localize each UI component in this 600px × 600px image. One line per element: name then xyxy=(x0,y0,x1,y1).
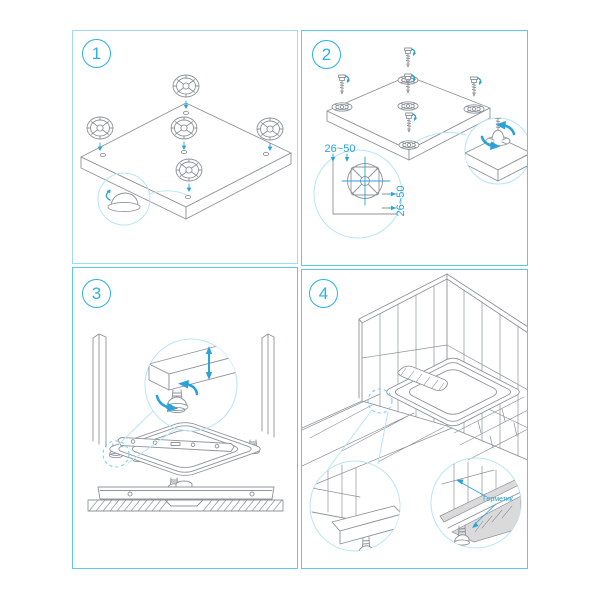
screw-bolt-icon xyxy=(403,47,417,68)
step-number: 3 xyxy=(91,283,102,303)
dimension-label: 26~50 xyxy=(325,143,356,155)
step-number-badge: 4 xyxy=(309,279,338,308)
detail-circle xyxy=(144,338,238,432)
step-number-badge: 2 xyxy=(312,40,341,69)
floor-hatch xyxy=(87,499,284,512)
panel-step-2: 2 xyxy=(301,30,528,266)
step-number: 1 xyxy=(91,43,102,63)
adjustable-foot-icon xyxy=(256,117,284,141)
adjustable-foot-icon xyxy=(454,524,470,546)
detail-circle xyxy=(309,460,401,552)
adjustable-foot-icon xyxy=(358,536,374,551)
drain-waste-kit xyxy=(397,365,448,392)
adjustable-foot-icon xyxy=(331,102,353,112)
adjustable-foot-icon xyxy=(86,116,114,140)
corner-highlight-circle xyxy=(367,388,393,414)
screw-bolt-icon xyxy=(337,74,351,95)
shower-tray-underside xyxy=(80,102,292,220)
dimension-detail-callout: 26~50 26~50 xyxy=(313,143,407,239)
adjustment-detail-callout xyxy=(144,338,238,432)
adjustable-foot-icon xyxy=(170,116,198,140)
side-profile-view xyxy=(87,480,284,512)
sealant-label: Герметик xyxy=(483,496,514,503)
sealant-bead-wall xyxy=(439,476,521,523)
step-number: 2 xyxy=(321,44,332,64)
foot-detail-callout xyxy=(97,172,188,226)
foot-plan-view xyxy=(332,156,401,215)
tiled-floor xyxy=(302,393,527,485)
detail-circle xyxy=(97,172,151,226)
height-arrow-icon xyxy=(205,346,213,380)
dimension-horizontal: 26~50 xyxy=(325,143,356,162)
foot-highlight-circle xyxy=(102,440,130,468)
panel-step-3: 3 xyxy=(72,267,298,569)
step-3-drawing xyxy=(87,333,284,512)
sealant-detail-callout: Герметик xyxy=(430,457,522,549)
mounting-holes xyxy=(99,110,270,200)
step-4-drawing: Герметик xyxy=(302,273,527,552)
adjustable-foot-icon xyxy=(397,101,419,111)
adjustable-foot-icon xyxy=(398,140,420,150)
wall-posts xyxy=(92,333,275,448)
panel-step-1: 1 xyxy=(72,30,298,264)
callout-leader xyxy=(327,409,389,470)
step-number: 4 xyxy=(318,283,329,303)
detail-circle xyxy=(313,149,403,239)
panel-step-4: 4 xyxy=(301,269,528,569)
step-number-badge: 1 xyxy=(82,39,111,68)
step-number-badge: 3 xyxy=(82,279,111,308)
leveling-rail xyxy=(117,437,235,452)
dimension-label: 26~50 xyxy=(395,186,407,217)
screwing-detail-callout xyxy=(464,117,527,185)
adjustable-foot-icon xyxy=(175,158,203,182)
dimension-vertical: 26~50 xyxy=(387,186,407,217)
foot-detail-callout xyxy=(309,460,401,552)
step-1-drawing xyxy=(80,74,292,226)
callout-leader xyxy=(118,410,178,464)
adjustable-foot-icon xyxy=(463,104,485,114)
callout-leader xyxy=(416,132,467,142)
screw-bolt-icon xyxy=(469,76,483,97)
adjustable-foot-icon xyxy=(172,74,200,98)
step-2-drawing: 26~50 26~50 xyxy=(313,47,527,239)
foot-being-turned xyxy=(155,380,199,414)
